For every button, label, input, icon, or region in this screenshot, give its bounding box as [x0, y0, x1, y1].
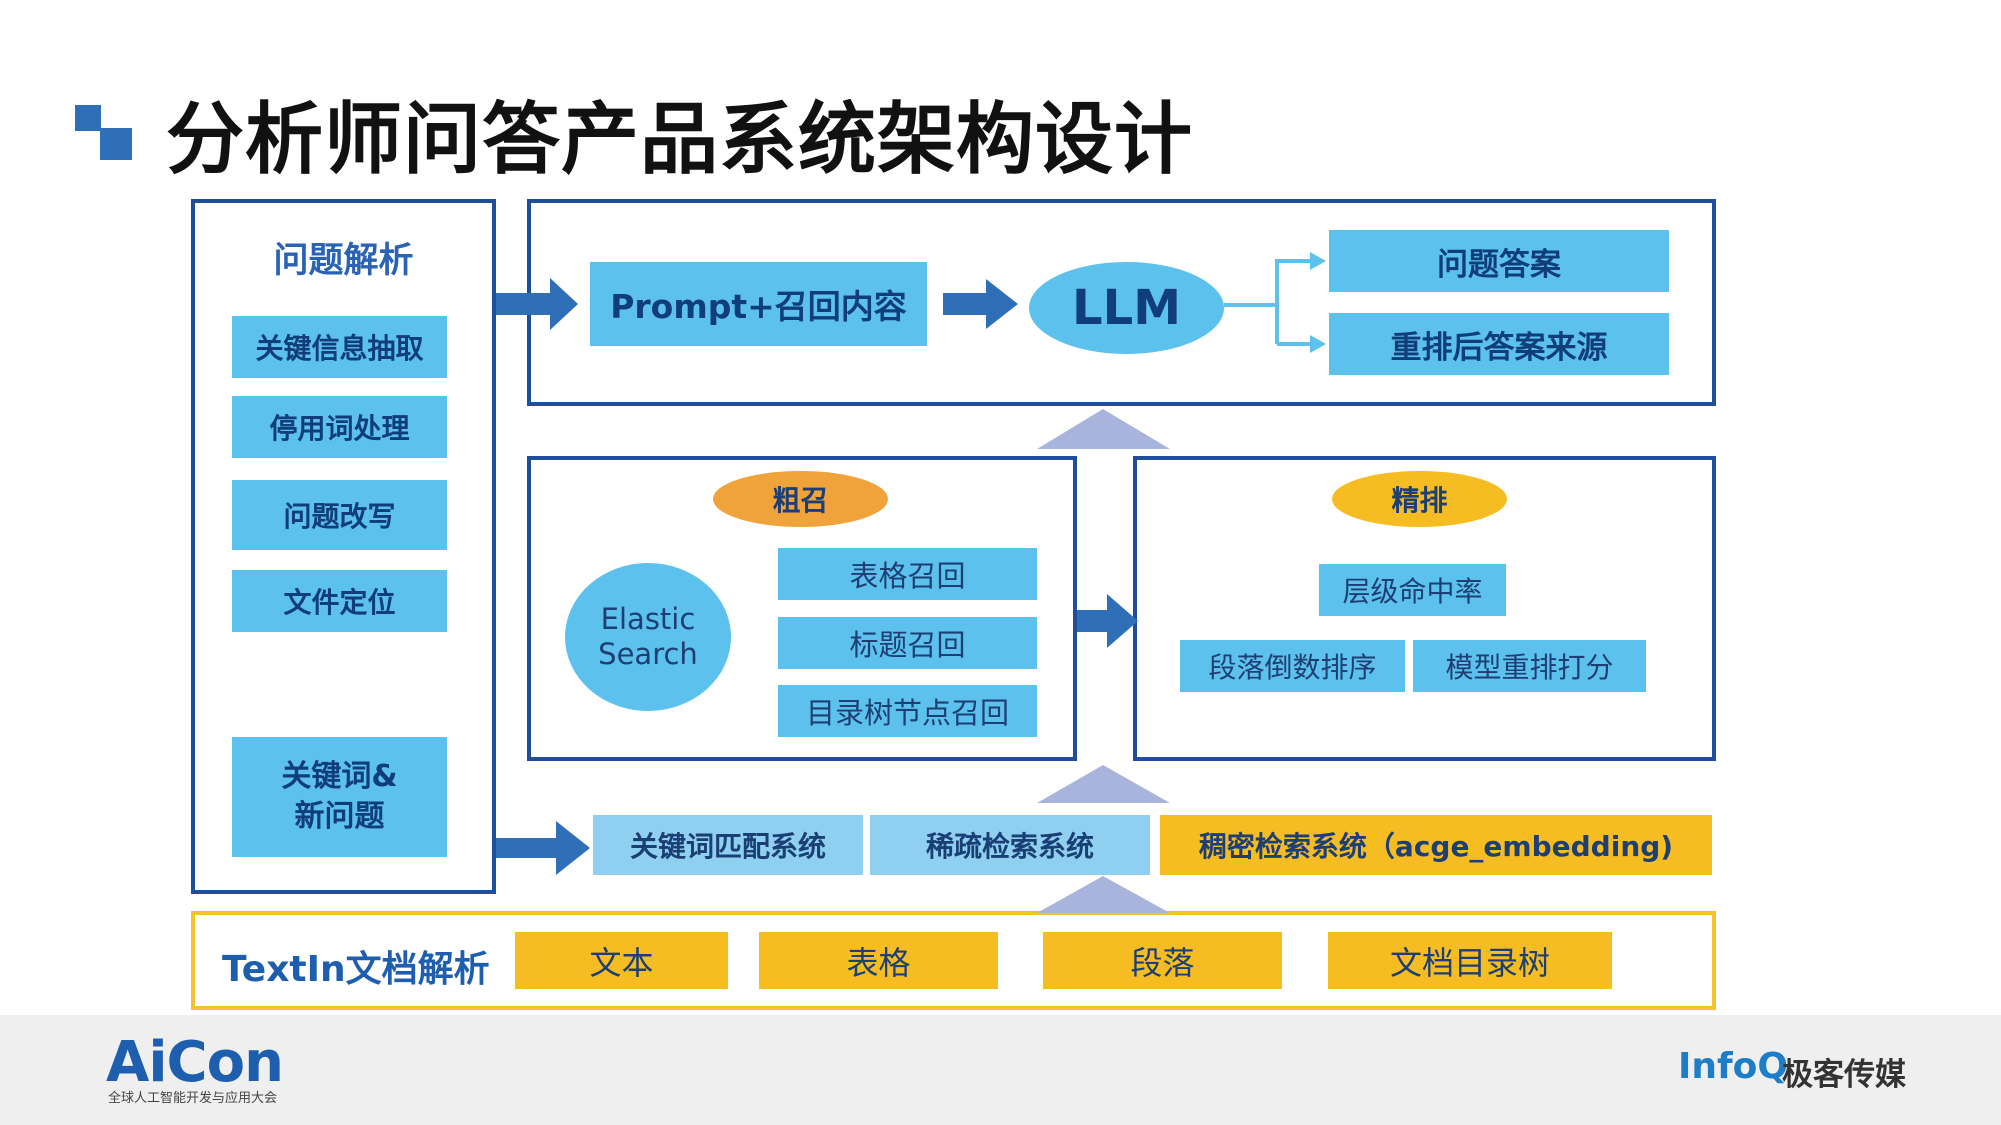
arrow-to-retrieval: [496, 821, 590, 875]
sparse-retrieval-system-box: 稀疏检索系统: [870, 815, 1150, 875]
file-locate-box: 文件定位: [232, 570, 447, 632]
coarse-recall-header: 粗召: [713, 471, 888, 527]
paragraph-reciprocal-rank-box: 段落倒数排序: [1180, 640, 1405, 692]
footer-bar: [0, 1015, 2001, 1125]
keyword-new-question-line2: 新问题: [294, 799, 385, 834]
up-triangle-to-generation: [1037, 409, 1170, 449]
rerank-header: 精排: [1332, 471, 1507, 527]
parse-table-box: 表格: [759, 932, 998, 989]
arrow-to-prompt: [496, 278, 578, 330]
stopword-processing-box: 停用词处理: [232, 396, 447, 458]
title-square-icon: [100, 128, 132, 160]
arrow-to-llm: [943, 279, 1018, 329]
up-triangle-to-retrieval: [1037, 876, 1170, 913]
arrow-to-rerank: [1077, 594, 1138, 648]
parse-toc-tree-box: 文档目录树: [1328, 932, 1612, 989]
llm-node: LLM: [1029, 262, 1224, 354]
title-square-icon: [75, 105, 101, 131]
question-parsing-panel: [191, 199, 496, 894]
parse-text-box: 文本: [515, 932, 728, 989]
key-info-extraction-box: 关键信息抽取: [232, 316, 447, 378]
elastic-search-line2: Search: [598, 637, 698, 671]
elastic-search-line1: Elastic: [600, 602, 696, 636]
arrow-head-answer: [1310, 252, 1326, 270]
geek-media-logo: 极客传媒: [1782, 1057, 1906, 1093]
title-recall-box: 标题召回: [778, 617, 1037, 669]
keyword-new-question-box: 关键词& 新问题: [232, 737, 447, 857]
aicon-logo: AiCon: [106, 1030, 284, 1095]
keyword-new-question-line1: 关键词&: [281, 759, 398, 794]
rerank-panel: [1133, 456, 1716, 761]
answer-box: 问题答案: [1329, 230, 1669, 292]
elastic-search-node: Elastic Search: [565, 563, 731, 711]
page-title: 分析师问答产品系统架构设计: [166, 95, 1194, 185]
reranked-source-box: 重排后答案来源: [1329, 313, 1669, 375]
coarse-recall-panel: [527, 456, 1077, 761]
textin-parse-panel: [191, 911, 1716, 1010]
table-recall-box: 表格召回: [778, 548, 1037, 600]
question-parsing-header: 问题解析: [273, 241, 414, 281]
model-rerank-score-box: 模型重排打分: [1413, 640, 1646, 692]
question-rewrite-box: 问题改写: [232, 480, 447, 550]
keyword-match-system-box: 关键词匹配系统: [593, 815, 863, 875]
aicon-tagline: 全球人工智能开发与应用大会: [108, 1091, 278, 1106]
level-hit-rate-box: 层级命中率: [1319, 564, 1506, 616]
up-triangle-to-recall: [1037, 765, 1170, 803]
toc-node-recall-box: 目录树节点召回: [778, 685, 1037, 737]
textin-parse-label: TextIn文档解析: [222, 949, 490, 990]
parse-paragraph-box: 段落: [1043, 932, 1282, 989]
infoq-logo: InfoQ: [1678, 1046, 1789, 1087]
arrow-head-source: [1310, 335, 1326, 353]
dense-retrieval-system-box: 稠密检索系统（acge_embedding): [1160, 815, 1712, 875]
prompt-recall-box: Prompt+召回内容: [590, 262, 927, 346]
